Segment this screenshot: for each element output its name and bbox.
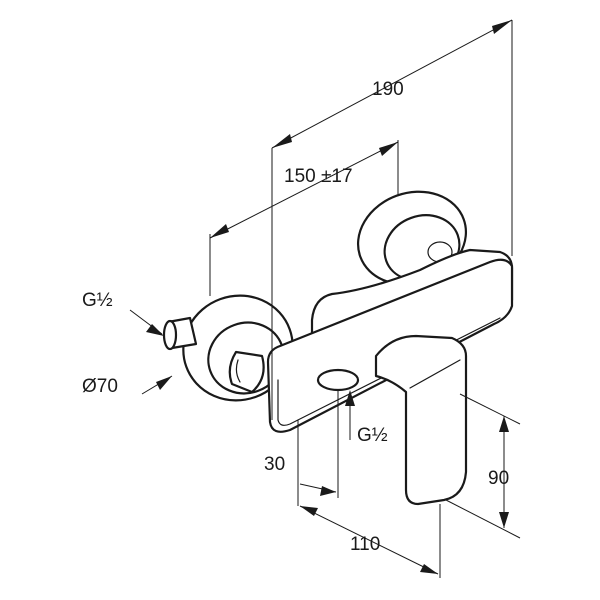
label-rosette-diameter: Ø70 [82, 376, 118, 397]
label-inlet-thread: G½ [82, 290, 113, 311]
leader-outlet-thread [345, 390, 355, 440]
dimension-30 [297, 390, 339, 506]
label-outlet-thread: G½ [357, 425, 388, 446]
label-overall-width: 190 [372, 79, 404, 100]
dimension-190 [271, 19, 513, 420]
label-projection: 110 [350, 534, 380, 555]
coupling-nut [228, 350, 265, 394]
lever-handle [374, 334, 468, 506]
outlet-opening [316, 368, 360, 392]
dimension-110 [299, 504, 441, 578]
dimension-150 [209, 140, 399, 296]
label-lever-height: 90 [488, 468, 509, 489]
dimension-90 [445, 393, 521, 539]
label-center-distance: 150 ±17 [284, 166, 353, 187]
leader-inlet-thread [129, 309, 164, 336]
inlet-nipple [162, 316, 198, 351]
label-outlet-offset: 30 [264, 454, 285, 475]
leader-rosette-diameter [141, 375, 173, 395]
